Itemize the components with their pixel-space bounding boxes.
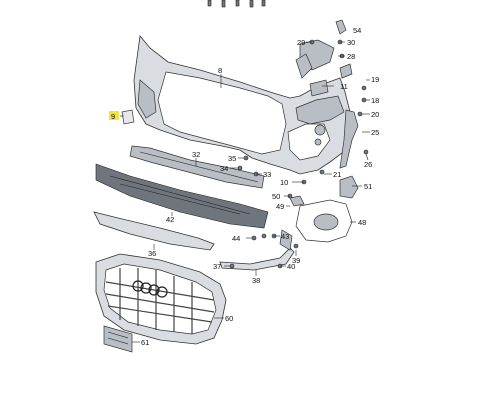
reinforcement-bar (129, 145, 265, 189)
callout-29: 29 (297, 38, 305, 47)
callout-18: 18 (371, 96, 379, 105)
right-side-parts (279, 19, 359, 251)
callout-10: 10 (280, 178, 288, 187)
top-fragments (207, 0, 266, 8)
callout-37: 37 (213, 262, 221, 271)
bumper-cover (133, 35, 353, 175)
callout-9-highlight (109, 111, 119, 120)
leader-lines (120, 41, 370, 343)
callout-30: 30 (347, 38, 355, 47)
callout-20: 20 (371, 110, 379, 119)
callout-36: 36 (148, 249, 156, 258)
callout-44: 44 (232, 234, 240, 243)
callout-48: 48 (358, 218, 366, 227)
callout-19: 19 (371, 75, 379, 84)
callout-39: 39 (292, 256, 300, 265)
callout-labels: 8 9 10 11 18 19 20 21 25 26 28 29 30 32 … (111, 26, 379, 347)
part-9-bracket (121, 109, 135, 125)
spoiler-lip (93, 211, 215, 251)
callout-50: 50 (272, 192, 280, 201)
callout-42: 42 (166, 215, 174, 224)
callout-32: 32 (192, 150, 200, 159)
callout-25: 25 (371, 128, 379, 137)
callout-34: 34 (220, 164, 228, 173)
callout-26: 26 (364, 160, 372, 169)
trim-strip (219, 247, 295, 271)
callout-38: 38 (252, 276, 260, 285)
license-plate-bracket (103, 325, 133, 353)
callout-54: 54 (353, 26, 361, 35)
callout-21: 21 (333, 170, 341, 179)
callout-8: 8 (218, 66, 222, 75)
callout-60: 60 (225, 314, 233, 323)
radiator-grille (95, 253, 227, 345)
callout-9: 9 (111, 112, 115, 121)
callout-35: 35 (228, 154, 236, 163)
callout-11: 11 (340, 82, 348, 91)
callout-51: 51 (364, 182, 372, 191)
callout-49: 49 (276, 202, 284, 211)
callout-40: 40 (287, 262, 295, 271)
callout-61: 61 (141, 338, 149, 347)
underbody-tray (95, 163, 269, 229)
callout-28: 28 (347, 52, 355, 61)
callout-43: 43 (281, 232, 289, 241)
callout-33: 33 (263, 170, 271, 179)
